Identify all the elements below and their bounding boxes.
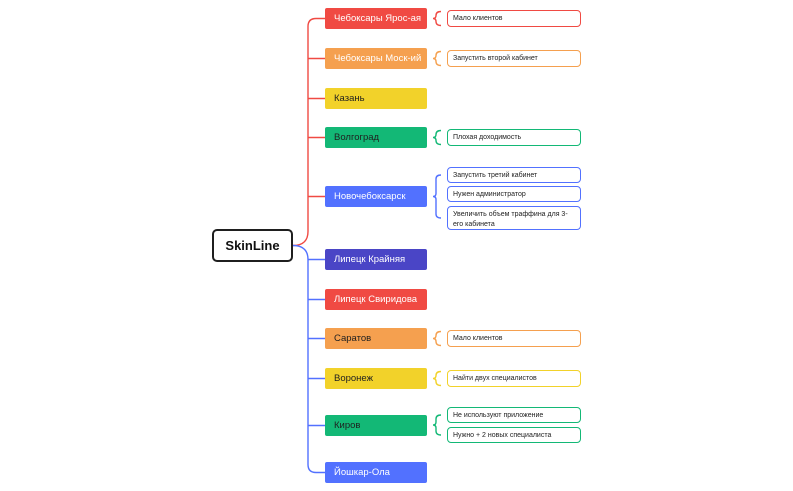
note-brace — [432, 370, 442, 387]
branch-label: Волгоград — [334, 132, 380, 143]
branch-volgograd[interactable]: Волгоград — [325, 127, 427, 148]
branch-saratov[interactable]: Саратов — [325, 328, 427, 349]
note-few-clients[interactable]: Мало клиентов — [447, 10, 581, 27]
branch-lipetsk-krainyaya[interactable]: Липецк Крайняя — [325, 249, 427, 270]
note-no-app-usage[interactable]: Не используют приложение — [447, 407, 581, 423]
note-need-two-specialists[interactable]: Нужно + 2 новых специалиста — [447, 427, 581, 443]
branch-label: Йошкар-Ола — [334, 467, 390, 478]
connector-trunk-upper — [292, 17, 325, 247]
branch-label: Новочебоксарск — [334, 191, 406, 202]
note-brace — [432, 50, 442, 67]
branch-kirov[interactable]: Киров — [325, 415, 427, 436]
note-text: Мало клиентов — [453, 335, 503, 342]
note-launch-second-office[interactable]: Запустить второй кабинет — [447, 50, 581, 67]
note-text: Нужно + 2 новых специалиста — [453, 432, 552, 439]
note-text: Нужен администратор — [453, 191, 526, 198]
branch-cheboksary-mosk[interactable]: Чебоксары Моск-ий — [325, 48, 427, 69]
branch-cheboksary-yaros[interactable]: Чебоксары Ярос-ая — [325, 8, 427, 29]
note-text: Запустить второй кабинет — [453, 55, 538, 62]
note-text: Не используют приложение — [453, 412, 544, 419]
note-brace — [432, 129, 442, 146]
branch-voronezh[interactable]: Воронеж — [325, 368, 427, 389]
branch-label: Липецк Крайняя — [334, 254, 406, 265]
note-brace — [432, 414, 442, 436]
note-find-two-specialists[interactable]: Найти двух специалистов — [447, 370, 581, 387]
note-need-administrator[interactable]: Нужен администратор — [447, 186, 581, 202]
branch-novocheboksarsk[interactable]: Новочебоксарск — [325, 186, 427, 207]
branch-label: Чебоксары Ярос-ая — [334, 13, 422, 24]
note-increase-traffic[interactable]: Увеличить объем траффина для 3-его кабин… — [447, 206, 581, 230]
branch-lipetsk-sviridova[interactable]: Липецк Свиридова — [325, 289, 427, 310]
connector-trunk-lower — [292, 244, 325, 474]
branch-label: Казань — [334, 93, 365, 104]
branch-label: Липецк Свиридова — [334, 294, 418, 305]
branch-label: Киров — [334, 420, 361, 431]
note-brace — [432, 174, 442, 219]
branch-label: Чебоксары Моск-ий — [334, 53, 422, 64]
note-launch-third-office[interactable]: Запустить третий кабинет — [447, 167, 581, 183]
branch-yoshkar-ola[interactable]: Йошкар-Ола — [325, 462, 427, 483]
note-text: Увеличить объем траффина для 3-его кабин… — [453, 211, 568, 228]
branch-kazan[interactable]: Казань — [325, 88, 427, 109]
note-text: Плохая доходимость — [453, 134, 522, 141]
note-brace — [432, 10, 442, 27]
note-poor-attendance[interactable]: Плохая доходимость — [447, 129, 581, 146]
branch-label: Воронеж — [334, 373, 373, 384]
root-label: SkinLine — [225, 238, 280, 253]
note-text: Найти двух специалистов — [453, 375, 537, 382]
note-text: Запустить третий кабинет — [453, 172, 538, 179]
note-few-clients[interactable]: Мало клиентов — [447, 330, 581, 347]
branch-label: Саратов — [334, 333, 372, 344]
root-node[interactable]: SkinLine — [212, 229, 293, 262]
note-brace — [432, 330, 442, 347]
note-text: Мало клиентов — [453, 15, 503, 22]
